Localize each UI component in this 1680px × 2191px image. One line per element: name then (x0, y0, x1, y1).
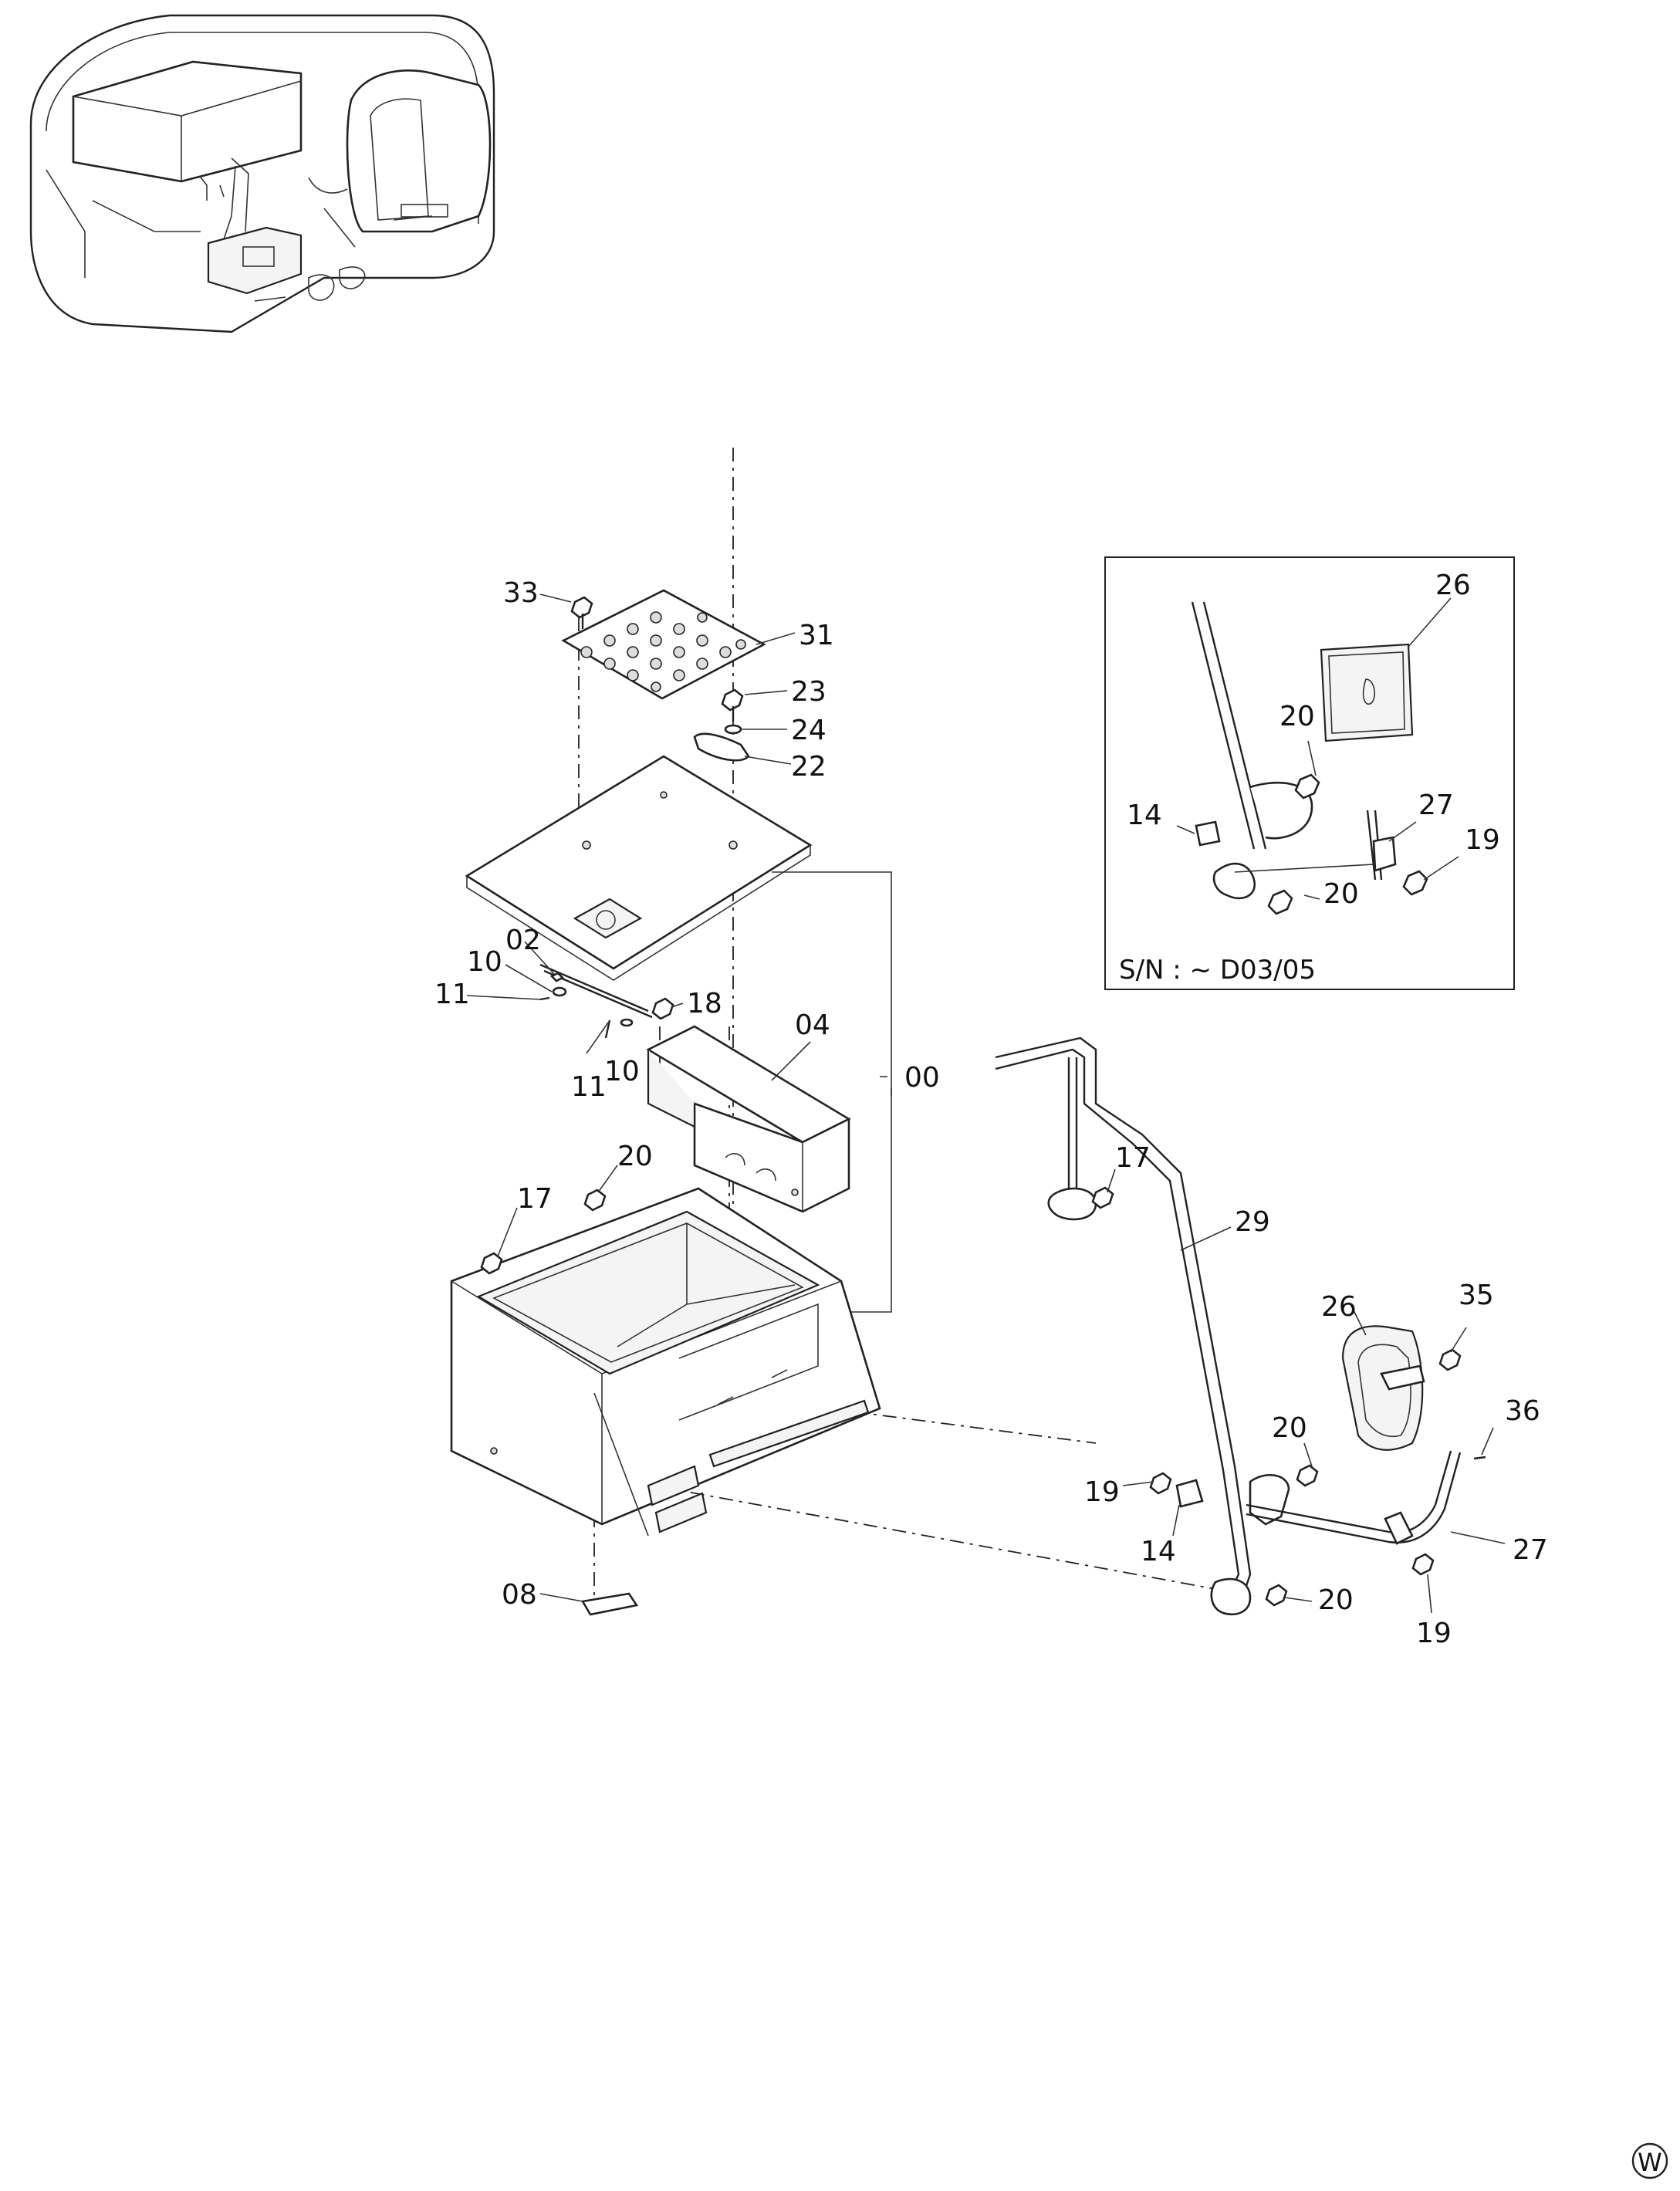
plate-perforations (580, 611, 746, 692)
callout-26a: 26 (1435, 570, 1471, 601)
callout-08: 08 (502, 1579, 537, 1611)
callout-29: 29 (1235, 1206, 1270, 1238)
callout-20b: 20 (1272, 1412, 1307, 1444)
callout-02: 02 (505, 925, 541, 956)
battery-box-exploded-view (450, 448, 1220, 1616)
serial-range-inset (1104, 556, 1515, 990)
serial-number-range: S/N : ~ D03/05 (1119, 955, 1316, 986)
callout-17b: 17 (1115, 1142, 1151, 1174)
callout-11b: 11 (571, 1071, 607, 1103)
callout-20e: 20 (1323, 878, 1359, 910)
callout-35: 35 (1459, 1280, 1494, 1311)
callout-24: 24 (791, 715, 826, 746)
callout-20c: 20 (1318, 1584, 1354, 1616)
callout-11a: 11 (434, 979, 470, 1010)
callout-17a: 17 (517, 1183, 553, 1215)
excavator-overview-illustration (29, 14, 495, 333)
callout-19b: 19 (1416, 1618, 1452, 1649)
callout-26b: 26 (1321, 1291, 1357, 1323)
callout-19a: 19 (1084, 1476, 1120, 1508)
callout-10b: 10 (604, 1056, 640, 1087)
callout-23: 23 (791, 676, 826, 708)
callout-27b: 27 (1513, 1534, 1548, 1566)
callout-31: 31 (799, 620, 834, 651)
leader-lines (466, 593, 1506, 1614)
callout-14b: 14 (1141, 1536, 1176, 1567)
callout-labels: 33 31 23 24 22 02 10 11 18 04 11 10 00 2… (434, 570, 1548, 1649)
callout-20a: 20 (617, 1141, 653, 1172)
callout-22: 22 (791, 751, 826, 783)
callout-20d: 20 (1279, 701, 1315, 732)
handrail-mirror-assembly (995, 1036, 1486, 1616)
callout-14a: 14 (1127, 800, 1162, 831)
circled-letter-mark: W (1631, 2142, 1668, 2179)
circled-letter: W (1638, 2148, 1662, 2177)
callout-36: 36 (1505, 1395, 1540, 1427)
callout-10a: 10 (467, 946, 502, 978)
callout-27a: 27 (1418, 790, 1454, 821)
callout-00: 00 (904, 1062, 940, 1094)
callout-19c: 19 (1465, 824, 1500, 856)
callout-04: 04 (795, 1009, 830, 1041)
callout-18: 18 (687, 988, 722, 1019)
callout-33: 33 (503, 577, 539, 609)
